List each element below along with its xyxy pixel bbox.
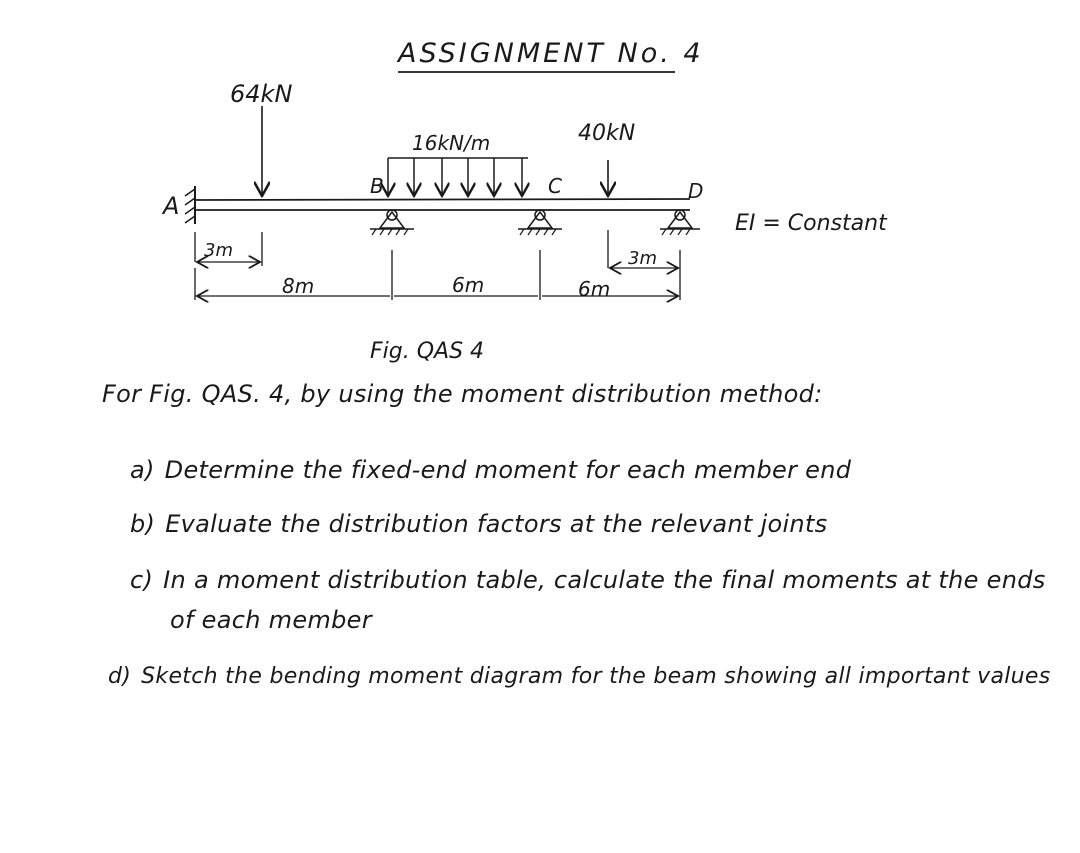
question-a-text: Determine the fixed-end moment for each … xyxy=(164,456,852,484)
point-load-64-label: 64kN xyxy=(230,80,292,108)
question-a-prefix: a) xyxy=(130,456,155,484)
assignment-title: ASSIGNMENT No. 4 xyxy=(396,38,704,69)
point-load-40-label: 40kN xyxy=(578,121,635,146)
beam-top-edge xyxy=(194,198,691,201)
support-a-label: A xyxy=(161,192,179,220)
question-b-text: Evaluate the distribution factors at the… xyxy=(165,510,828,538)
dimension-load-to-d xyxy=(607,230,678,268)
dimension-a-to-load xyxy=(194,232,263,266)
question-a: a) Determine the fixed-end moment for eac… xyxy=(130,456,851,484)
question-c-cont-text: of each member xyxy=(170,606,372,634)
support-d xyxy=(660,209,700,236)
question-c-continuation: of each member xyxy=(170,606,372,634)
support-c-label: C xyxy=(548,174,562,198)
question-c-text: In a moment distribution table, calculat… xyxy=(163,566,1046,594)
dimension-a-to-b-label: 8m xyxy=(282,274,314,298)
dimension-load-to-d-label: 3m xyxy=(628,248,657,269)
udl-arrows xyxy=(388,157,528,196)
question-d-prefix: d) xyxy=(108,664,132,689)
question-intro-text: For Fig. QAS. 4, by using the moment dis… xyxy=(102,380,823,408)
support-c xyxy=(518,209,562,236)
support-d-label: D xyxy=(688,179,703,203)
dimension-c-to-d-label: 6m xyxy=(578,277,610,301)
support-b xyxy=(370,209,414,236)
stiffness-label: EI = Constant xyxy=(735,211,888,236)
question-b-prefix: b) xyxy=(130,510,156,538)
question-c: c) In a moment distribution table, calcul… xyxy=(130,566,1046,594)
dimension-b-to-c-label: 6m xyxy=(452,273,484,297)
question-b: b) Evaluate the distribution factors at t… xyxy=(130,510,827,538)
question-d: d) Sketch the bending moment diagram for … xyxy=(108,664,1051,689)
dimension-a-to-load-label: 3m xyxy=(204,240,233,261)
dimension-baseline xyxy=(194,250,681,300)
support-b-label: B xyxy=(370,174,384,198)
question-d-text: Sketch the bending moment diagram for th… xyxy=(141,664,1051,689)
question-intro: For Fig. QAS. 4, by using the moment dis… xyxy=(102,380,823,408)
figure-caption: Fig. QAS 4 xyxy=(370,339,484,364)
fixed-support-a xyxy=(184,186,196,224)
udl-label: 16kN/m xyxy=(412,131,490,155)
question-c-prefix: c) xyxy=(130,566,154,594)
